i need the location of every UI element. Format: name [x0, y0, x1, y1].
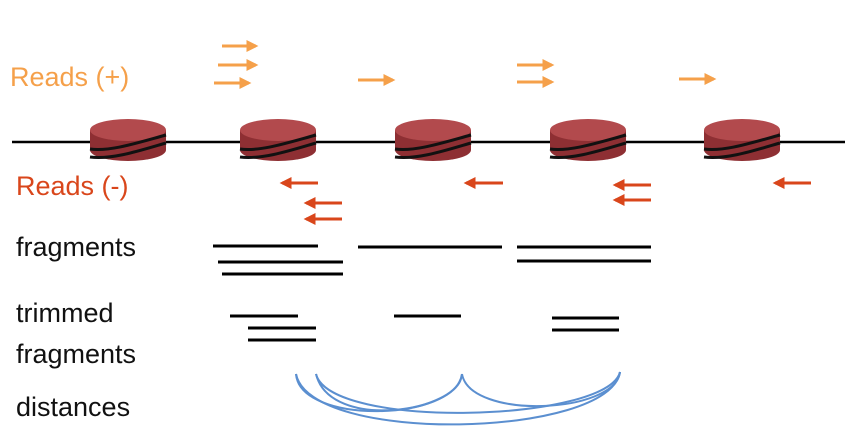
nucleosome	[394, 119, 472, 161]
nucleosome	[703, 119, 781, 161]
nucleosome	[549, 119, 627, 161]
distance-arc	[295, 373, 463, 413]
reads-plus-label: Reads (+)	[10, 62, 130, 92]
distance-arc	[295, 371, 621, 426]
reads-minus-label: Reads (-)	[16, 171, 129, 201]
nucleosome	[239, 119, 317, 161]
distance-arc	[315, 371, 621, 414]
distance-arc	[315, 373, 463, 412]
trimmed-fragments-label-line2: fragments	[16, 339, 137, 369]
nucleosome	[89, 119, 167, 161]
trimmed-fragments-label-line1: trimmed	[16, 298, 114, 328]
fragments-label: fragments	[16, 232, 137, 262]
distance-arc	[461, 371, 621, 407]
distances-label: distances	[16, 392, 131, 422]
